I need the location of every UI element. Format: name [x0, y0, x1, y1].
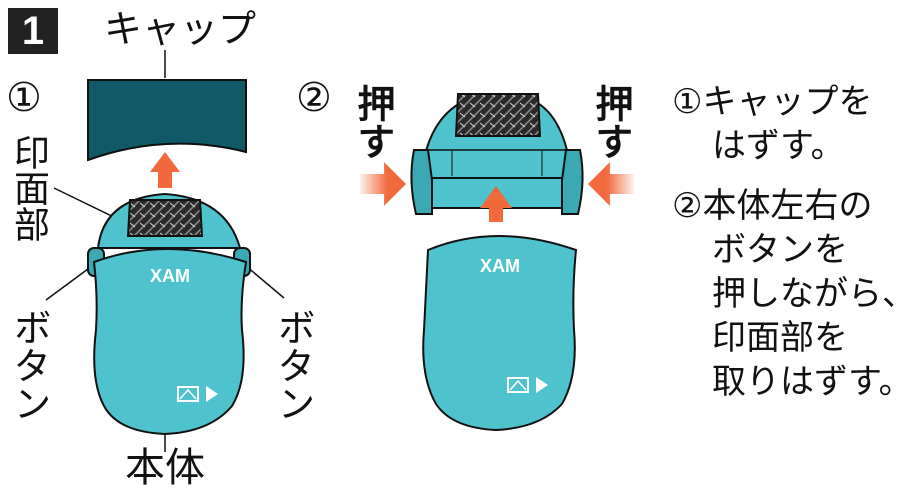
step-2-marker: ② — [296, 75, 332, 121]
push-left-arrow-icon — [360, 162, 406, 206]
play-triangle-icon — [206, 386, 218, 402]
cap-label: キャップ — [104, 7, 257, 51]
instruction-step2-line1: ②本体左右の — [672, 186, 873, 226]
step-1-marker: ① — [6, 75, 42, 121]
instruction-step2-line4: 印面部を — [712, 318, 848, 358]
print-face-label: 印面部 — [8, 134, 49, 242]
instruction-step2-line3: 押しながら、 — [712, 274, 904, 314]
button-right-label: ボタン — [271, 308, 315, 422]
print-face-stamp — [126, 199, 204, 237]
picture-icon — [177, 386, 199, 402]
button-left-shape-2 — [410, 149, 433, 215]
push-right-label: 押す — [589, 84, 633, 160]
up-arrow-icon-2 — [480, 186, 512, 222]
step-number-badge: 1 — [8, 8, 58, 54]
brand-logo-left: MAX — [150, 266, 190, 286]
body-label: 本体 — [125, 445, 205, 491]
instruction-step2-line5: 取りはずす。 — [712, 362, 904, 402]
up-arrow-icon — [150, 152, 180, 188]
cap-shape — [87, 79, 247, 162]
picture-icon-2 — [507, 377, 529, 393]
button-right-leader-line — [245, 265, 285, 299]
brand-logo-right: MAX — [480, 256, 520, 276]
play-triangle-icon-2 — [536, 377, 548, 393]
instruction-step1-line2: はずす。 — [712, 126, 845, 166]
push-left-label: 押す — [351, 84, 395, 160]
instruction-step1-line1: ①キャップを — [672, 82, 873, 122]
button-left-label: ボタン — [7, 308, 51, 422]
button-left-leader-line — [45, 265, 93, 301]
instruction-step2-line2: ボタンを — [712, 230, 848, 270]
print-face-stamp-2 — [454, 93, 542, 137]
button-right-shape-2 — [561, 149, 584, 215]
push-right-arrow-icon — [588, 162, 634, 206]
